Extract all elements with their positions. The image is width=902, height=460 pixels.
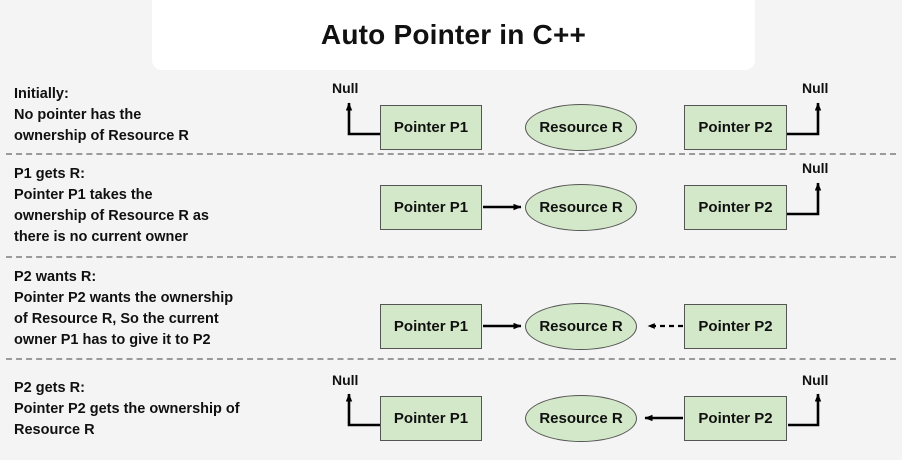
row-p2-gets-r-p2-null-arrow xyxy=(788,393,822,427)
row-initially-pointer-p1-box[interactable]: Pointer P1 xyxy=(380,105,482,150)
page-title: Auto Pointer in C++ xyxy=(320,19,587,50)
row-p2-wants-r-resource-r-ellipse[interactable]: Resource R xyxy=(525,303,637,350)
row-initially-description: Initially: No pointer has the ownership … xyxy=(14,86,189,144)
row-p2-gets-r-p2-null-label: Null xyxy=(802,372,829,388)
row-p2-gets-r-description: P2 gets R: Pointer P2 gets the ownership… xyxy=(14,380,240,438)
row-p2-gets-r-p1-null-arrow xyxy=(345,393,380,427)
row-initially-p1-null-arrow xyxy=(345,102,380,136)
separator-3 xyxy=(6,358,896,360)
row-p2-gets-r-resource-r-ellipse[interactable]: Resource R xyxy=(525,395,637,442)
row-initially-resource-r-ellipse[interactable]: Resource R xyxy=(525,104,637,151)
row-p2-gets-r-pointer-p1-box[interactable]: Pointer P1 xyxy=(380,396,482,441)
row-p1-gets-r-p2-null-arrow xyxy=(787,182,822,216)
row-p1-gets-r-pointer-p2-box[interactable]: Pointer P2 xyxy=(684,185,787,230)
row-initially-p2-null-label: Null xyxy=(802,80,829,96)
row-p2-wants-r-description: P2 wants R: Pointer P2 wants the ownersh… xyxy=(14,269,234,348)
row-p1-gets-r-resource-r-ellipse[interactable]: Resource R xyxy=(525,184,637,231)
row-initially-pointer-p2-box[interactable]: Pointer P2 xyxy=(684,105,787,150)
separator-2 xyxy=(6,256,896,258)
row-p1-gets-r-pointer-p1-box[interactable]: Pointer P1 xyxy=(380,185,482,230)
row-initially-p1-null-label: Null xyxy=(332,80,359,96)
row-p1-gets-r-description: P1 gets R: Pointer P1 takes the ownershi… xyxy=(14,166,209,245)
row-p2-wants-r-pointer-p2-box[interactable]: Pointer P2 xyxy=(684,304,787,349)
title-card: Auto Pointer in C++ xyxy=(152,0,755,70)
row-initially-p2-null-arrow xyxy=(787,102,822,136)
row-p2-gets-r-p1-null-label: Null xyxy=(332,372,359,388)
row-p2-wants-r-pointer-p1-box[interactable]: Pointer P1 xyxy=(380,304,482,349)
separator-1 xyxy=(6,153,896,155)
row-p2-gets-r-pointer-p2-box[interactable]: Pointer P2 xyxy=(684,396,787,441)
row-p1-gets-r-p2-null-label: Null xyxy=(802,160,829,176)
